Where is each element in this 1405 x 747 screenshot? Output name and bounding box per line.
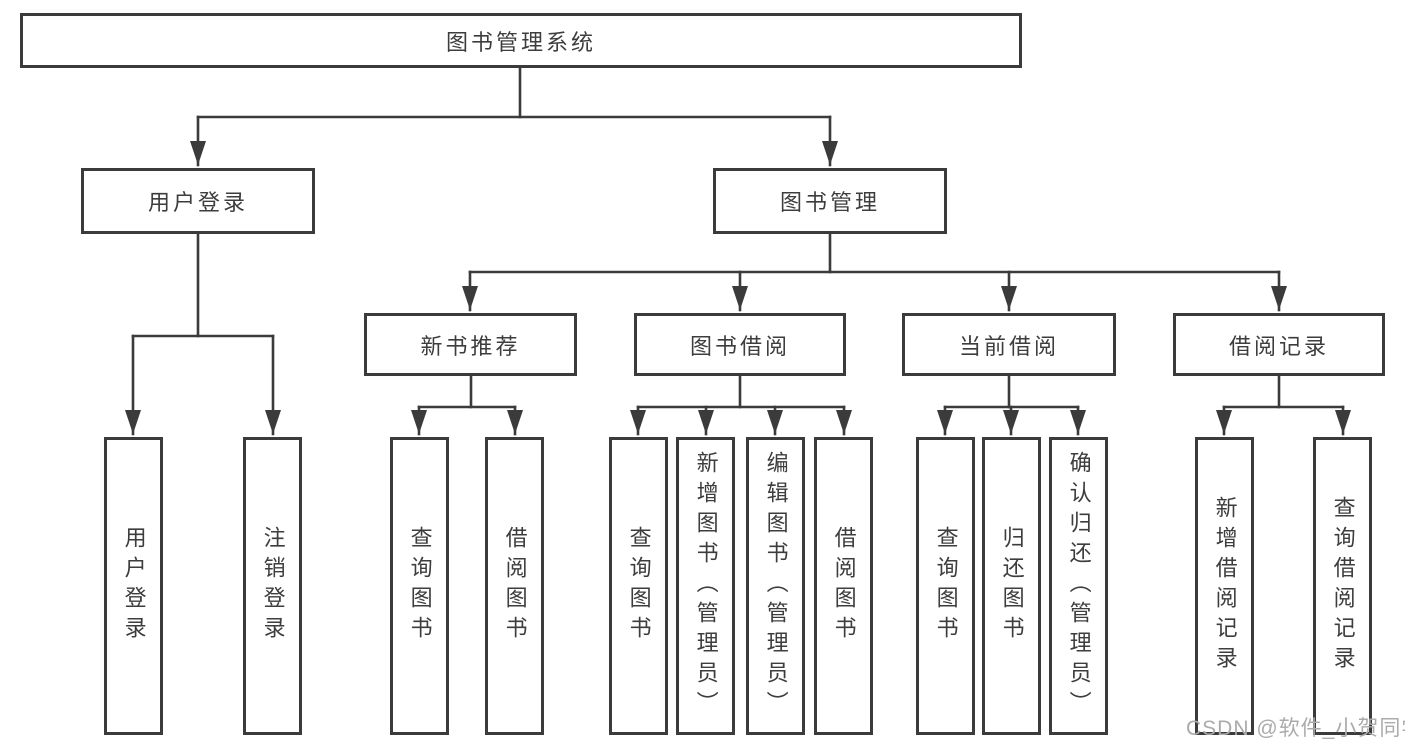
connectors-user-login-children: [125, 232, 281, 436]
node-label: 查询图书: [626, 526, 652, 646]
leaf-bb-borrow-books: 借阅图书: [814, 437, 873, 735]
node-label: 当前借阅: [958, 333, 1059, 359]
node-label: 新增图书（管理员）: [693, 451, 719, 721]
leaf-cb-confirm-return: 确认归还（管理员）: [1049, 437, 1108, 735]
connectors-book-borrow-children: [630, 374, 852, 436]
node-root: 图书管理系统: [20, 13, 1022, 68]
node-book-mgmt: 图书管理: [713, 168, 947, 234]
node-label: 借阅图书: [502, 526, 528, 646]
node-label: 归还图书: [999, 526, 1025, 646]
leaf-bb-add-books: 新增图书（管理员）: [676, 437, 735, 735]
node-label: 图书借阅: [689, 333, 790, 359]
node-label: 查询借阅记录: [1330, 496, 1356, 676]
watermark: CSDN @软件_小贺同学: [1186, 717, 1405, 740]
node-label: 借阅图书: [831, 526, 857, 646]
node-label: 查询图书: [933, 526, 959, 646]
connectors-new-book-rec-children: [411, 374, 523, 436]
node-label: 用户登录: [121, 526, 147, 646]
leaf-user-login: 用户登录: [104, 437, 163, 735]
connectors-level2: [190, 65, 838, 167]
node-label: 确认归还（管理员）: [1066, 451, 1092, 721]
leaf-cb-return-books: 归还图书: [982, 437, 1041, 735]
leaf-br-query-record: 查询借阅记录: [1313, 437, 1372, 735]
node-label: 编辑图书（管理员）: [763, 451, 789, 721]
node-label: 用户登录: [147, 190, 248, 215]
node-current-borrow: 当前借阅: [902, 313, 1116, 376]
node-user-login: 用户登录: [81, 168, 315, 234]
leaf-logout: 注销登录: [243, 437, 302, 735]
node-new-book-rec: 新书推荐: [364, 313, 577, 376]
node-label: 新书推荐: [420, 333, 521, 359]
node-book-borrow: 图书借阅: [634, 313, 846, 376]
node-label: 图书管理: [779, 190, 880, 215]
node-label: 新增借阅记录: [1212, 496, 1238, 676]
connectors-current-borrow-children: [937, 374, 1086, 436]
node-borrow-records: 借阅记录: [1173, 313, 1385, 376]
node-label: 注销登录: [260, 526, 286, 646]
connectors-level3: [462, 232, 1287, 312]
leaf-rec-query-books: 查询图书: [390, 437, 449, 735]
leaf-rec-borrow-books: 借阅图书: [485, 437, 544, 735]
node-label: 查询图书: [407, 526, 433, 646]
connectors-borrow-records-children: [1216, 374, 1351, 436]
node-label: 图书管理系统: [445, 29, 596, 55]
node-label: 借阅记录: [1228, 333, 1329, 359]
leaf-bb-query-books: 查询图书: [609, 437, 668, 735]
leaf-cb-query-books: 查询图书: [916, 437, 975, 735]
leaf-br-add-record: 新增借阅记录: [1195, 437, 1254, 735]
leaf-bb-edit-books: 编辑图书（管理员）: [746, 437, 805, 735]
